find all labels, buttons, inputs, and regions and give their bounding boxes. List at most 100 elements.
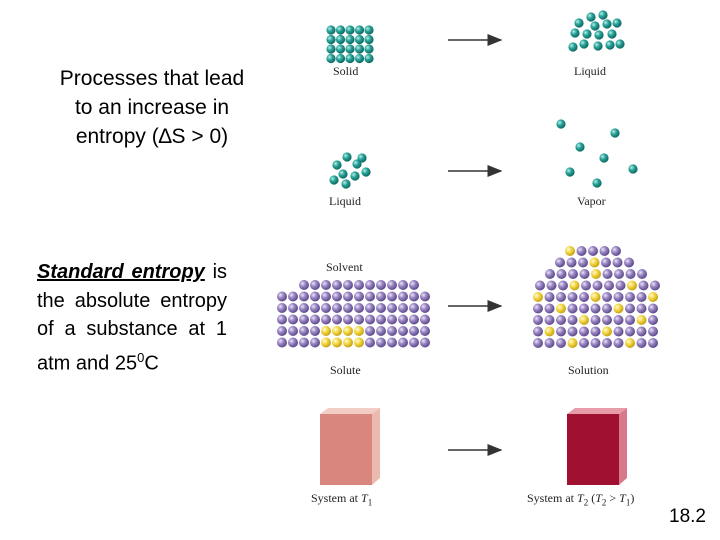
caption-solid: Solid — [333, 64, 359, 78]
solvent-particle — [613, 338, 624, 348]
teal-particle — [364, 34, 374, 45]
solvent-particle — [567, 292, 578, 302]
definition-body: is the absolute entropy of a substance a… — [37, 261, 228, 375]
solvent-particle — [321, 314, 331, 325]
solvent-particle — [588, 246, 598, 256]
teal-particle — [345, 53, 355, 64]
solvent-particle — [625, 292, 635, 302]
teal-particle — [341, 179, 351, 189]
solvent-particle — [365, 291, 375, 302]
solvent-particle — [420, 291, 430, 302]
solvent-particle — [533, 315, 543, 325]
solvent-particle — [602, 303, 612, 314]
solvent-particle — [409, 303, 419, 313]
solvent-particle — [613, 326, 624, 337]
solvent-particle — [544, 338, 555, 348]
caption-solvent: Solvent — [326, 260, 363, 274]
solvent-particle — [545, 269, 555, 279]
solute-particle — [354, 326, 364, 336]
solvent-particle — [599, 246, 610, 256]
slide-title: Processes that lead to an increase in en… — [59, 67, 245, 148]
solvent-particle — [615, 280, 626, 291]
solute-particle — [589, 257, 600, 268]
solute-particle — [627, 280, 637, 291]
solvent-particle — [636, 292, 647, 302]
definition-term: Standard entropy — [37, 261, 205, 283]
solvent-particle — [625, 303, 635, 314]
solvent-particle — [568, 269, 578, 279]
teal-particle — [593, 41, 603, 51]
solvent-particle — [556, 292, 566, 302]
solvent-particle — [555, 257, 565, 268]
solute-particle — [565, 246, 575, 256]
solvent-particle — [365, 280, 375, 290]
teal-particle — [361, 167, 371, 177]
solvent-particle — [604, 280, 614, 291]
solvent-particle — [299, 314, 309, 325]
solvent-particle — [590, 303, 601, 314]
solvent-particle — [354, 303, 364, 313]
solvent-particle — [365, 314, 375, 325]
teal-particle — [350, 171, 360, 181]
solvent-particle — [614, 269, 624, 279]
solvent-particle — [567, 315, 578, 325]
solvent-particle — [625, 315, 635, 325]
solvent-particle — [601, 257, 611, 268]
solvent-particle — [299, 303, 309, 313]
solvent-particle — [648, 326, 658, 337]
solvent-particle — [310, 303, 320, 313]
solvent-particle — [332, 280, 342, 290]
solvent-particle — [637, 269, 647, 279]
solvent-particle — [409, 291, 419, 302]
solvent-particle — [636, 303, 647, 314]
teal-particle — [570, 28, 580, 38]
solvent-particle — [578, 257, 588, 268]
caption-t2-cond-sub1: 2 — [601, 497, 607, 508]
solvent-particle — [288, 337, 298, 348]
solvent-particle — [299, 291, 309, 302]
teal-particle — [364, 53, 374, 64]
solvent-particle — [398, 314, 408, 325]
solvent-particle — [556, 338, 566, 348]
solvent-particle — [365, 337, 375, 348]
solvent-particle — [343, 280, 353, 290]
solvent-particle — [310, 280, 320, 290]
solvent-particle — [590, 338, 601, 348]
solvent-particle — [533, 338, 543, 348]
solvent-particle — [310, 314, 320, 325]
teal-particle — [345, 44, 355, 54]
solvent-particle — [613, 315, 624, 325]
solvent-particle — [310, 337, 320, 348]
solute-particle — [613, 303, 624, 314]
solute-particle — [648, 292, 658, 302]
solute-particle — [591, 269, 601, 279]
solvent-particle — [544, 292, 555, 302]
solvent-particle — [387, 303, 397, 313]
solvent-particle — [636, 338, 647, 348]
teal-particle — [335, 25, 346, 35]
teal-particle — [326, 25, 336, 35]
caption-t2-cond-var2: T — [619, 491, 626, 505]
solvent-particle — [277, 303, 287, 313]
teal-particle — [354, 53, 365, 64]
solvent-particle — [602, 269, 613, 279]
solute-particle — [343, 337, 353, 348]
teal-particle — [579, 39, 589, 49]
liquid-particles-small — [329, 152, 371, 189]
solid-particles — [326, 25, 374, 64]
solvent-particle — [277, 326, 287, 336]
caption-solution: Solution — [568, 363, 609, 377]
solvent-particle — [567, 326, 578, 337]
solvent-particle — [602, 315, 612, 325]
solvent-particle — [277, 337, 287, 348]
teal-particle — [326, 53, 336, 64]
solvent-particle — [398, 326, 408, 336]
solvent-particle — [613, 292, 624, 302]
teal-particle — [599, 153, 609, 163]
solvent-particle — [558, 280, 568, 291]
solvent-particle — [387, 291, 397, 302]
caption-solute: Solute — [330, 363, 361, 377]
caption-t2-sub: 2 — [583, 497, 589, 508]
solvent-particle — [581, 280, 591, 291]
solvent-particle — [636, 326, 647, 337]
